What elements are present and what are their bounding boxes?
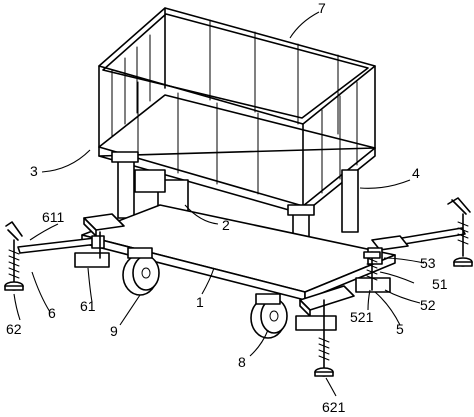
- label-6: 6: [48, 305, 56, 321]
- label-62: 62: [6, 321, 22, 337]
- label-7: 7: [318, 0, 326, 16]
- label-2: 2: [222, 217, 230, 233]
- leader-lines: [13, 11, 425, 397]
- wheel-front-left: [122, 247, 160, 296]
- label-5: 5: [396, 321, 404, 337]
- stabilizer-arm-front: [295, 285, 355, 377]
- label-4: 4: [412, 165, 420, 181]
- part-labels: 7 3 2 4 611 1 53 51 52 521 5 61 9 6 62 8…: [6, 0, 448, 415]
- wheel-front-right: [250, 293, 288, 339]
- stabilizer-arm-left: [4, 213, 125, 291]
- label-9: 9: [110, 323, 118, 339]
- label-611: 611: [42, 209, 65, 225]
- basket-frame: [98, 7, 376, 215]
- label-3: 3: [30, 163, 38, 179]
- label-521: 521: [350, 309, 374, 325]
- label-52: 52: [420, 297, 436, 313]
- label-53: 53: [420, 255, 436, 271]
- label-1: 1: [196, 294, 204, 310]
- label-621: 621: [322, 399, 346, 415]
- label-61: 61: [80, 298, 96, 314]
- label-51: 51: [432, 276, 448, 292]
- stabilizer-arm-right: [355, 197, 473, 293]
- label-8: 8: [238, 354, 246, 370]
